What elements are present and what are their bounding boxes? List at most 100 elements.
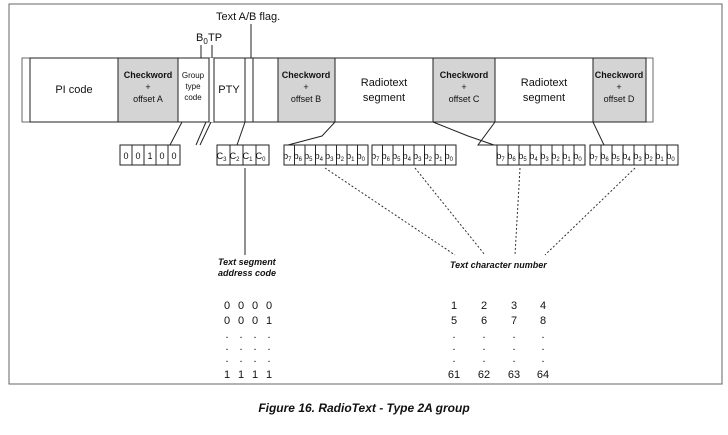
char-dotted-lines	[324, 167, 636, 256]
table-cell: .	[482, 341, 485, 353]
group-type-line2: type	[185, 82, 201, 91]
table-cell: 0	[224, 300, 230, 312]
table-cell: 2	[481, 300, 487, 312]
bit-label: b2	[424, 151, 433, 163]
table-cell: 0	[238, 315, 244, 327]
figure-frame	[8, 3, 723, 385]
group-type-code-block	[177, 57, 210, 123]
table-cell: 0	[224, 315, 230, 327]
checkword-b-line3: offset B	[291, 94, 321, 104]
table-cell: .	[267, 329, 270, 341]
bit-label: b6	[294, 151, 303, 163]
pi-code-block	[29, 57, 119, 123]
table-cell: 7	[511, 315, 517, 327]
radiotext-segment-2-line1: Radiotext	[521, 77, 567, 89]
checkword-b-block	[277, 57, 336, 123]
table-cell: .	[452, 353, 455, 365]
table-cell: .	[452, 329, 455, 341]
checkword-d-line3: offset D	[604, 94, 635, 104]
table-cell: .	[541, 353, 544, 365]
checkword-d-line2: +	[616, 82, 621, 92]
bit-label: b0	[666, 151, 675, 163]
bit-label: b6	[600, 151, 609, 163]
group-type-line3: code	[184, 93, 202, 102]
table-cell: 4	[540, 300, 546, 312]
bit-label: 1	[147, 151, 152, 161]
bit-label: 0	[123, 151, 128, 161]
bit-label: b4	[315, 151, 324, 163]
checkword-a-block	[117, 57, 179, 123]
table-cell: 0	[252, 300, 258, 312]
bit-label: b7	[496, 151, 505, 163]
table-cell: .	[267, 353, 270, 365]
bit-label: 0	[159, 151, 164, 161]
bit-label: b3	[325, 151, 334, 163]
bit-label: b1	[655, 151, 664, 163]
bit-label: b2	[644, 151, 653, 163]
checkword-c-line2: +	[461, 82, 466, 92]
table-cell: .	[239, 353, 242, 365]
table-cell: .	[512, 341, 515, 353]
table-cell: 64	[537, 369, 549, 381]
table-cell: .	[541, 329, 544, 341]
checkword-c-line1: Checkword	[440, 70, 489, 80]
bit-label: b1	[434, 151, 443, 163]
table-cell: 1	[238, 369, 244, 381]
pi-code-label: PI code	[55, 84, 92, 96]
segment-address-cell	[252, 57, 279, 123]
bit-label: C3	[217, 151, 228, 163]
table-cell: .	[253, 329, 256, 341]
bit-label: b6	[382, 151, 391, 163]
bit-cell	[445, 144, 457, 166]
table-cell: 61	[448, 369, 460, 381]
table-cell: .	[239, 341, 242, 353]
table-cell: .	[452, 341, 455, 353]
checkword-d-block	[592, 57, 647, 123]
b0-label: B0	[196, 32, 208, 46]
bit-label: b3	[413, 151, 422, 163]
table-cell: .	[541, 341, 544, 353]
table-cell: .	[482, 353, 485, 365]
radiotext-segment-2-block	[494, 57, 594, 123]
bit-cell	[666, 144, 679, 166]
table-cell: 0	[252, 315, 258, 327]
table-cell: .	[225, 341, 228, 353]
checkword-a-line2: +	[145, 82, 150, 92]
checkword-a-line3: offset A	[133, 94, 163, 104]
bit-label: C0	[256, 151, 267, 163]
radiotext-segment-1-line2: segment	[363, 92, 405, 104]
bit-label: b2	[336, 151, 345, 163]
bit-label: 0	[171, 151, 176, 161]
table-cell: 1	[451, 300, 457, 312]
table-cell: 5	[451, 315, 457, 327]
bit-label: b3	[540, 151, 549, 163]
bit-label: 0	[135, 151, 140, 161]
table-cell: .	[512, 353, 515, 365]
table-cell: .	[239, 329, 242, 341]
bit-label: b5	[518, 151, 527, 163]
bit-label: b5	[304, 151, 313, 163]
checkword-c-line3: offset C	[449, 94, 480, 104]
bit-label: b5	[611, 151, 620, 163]
bit-label: C2	[230, 151, 241, 163]
bit-cell	[167, 144, 181, 166]
radiotext-segment-1-line1: Radiotext	[361, 77, 407, 89]
block-row: PI code Checkword + offset A Group type …	[21, 57, 654, 123]
checkword-b-line2: +	[303, 82, 308, 92]
table-cell: .	[225, 353, 228, 365]
checkword-a-line1: Checkword	[124, 70, 173, 80]
bit-label: b7	[371, 151, 380, 163]
bit-label: b1	[346, 151, 355, 163]
table-cell: .	[482, 329, 485, 341]
table-cell: .	[253, 341, 256, 353]
radiotext-segment-2-line2: segment	[523, 92, 565, 104]
bit-label: b2	[551, 151, 560, 163]
group-type-line1: Group	[182, 71, 205, 80]
